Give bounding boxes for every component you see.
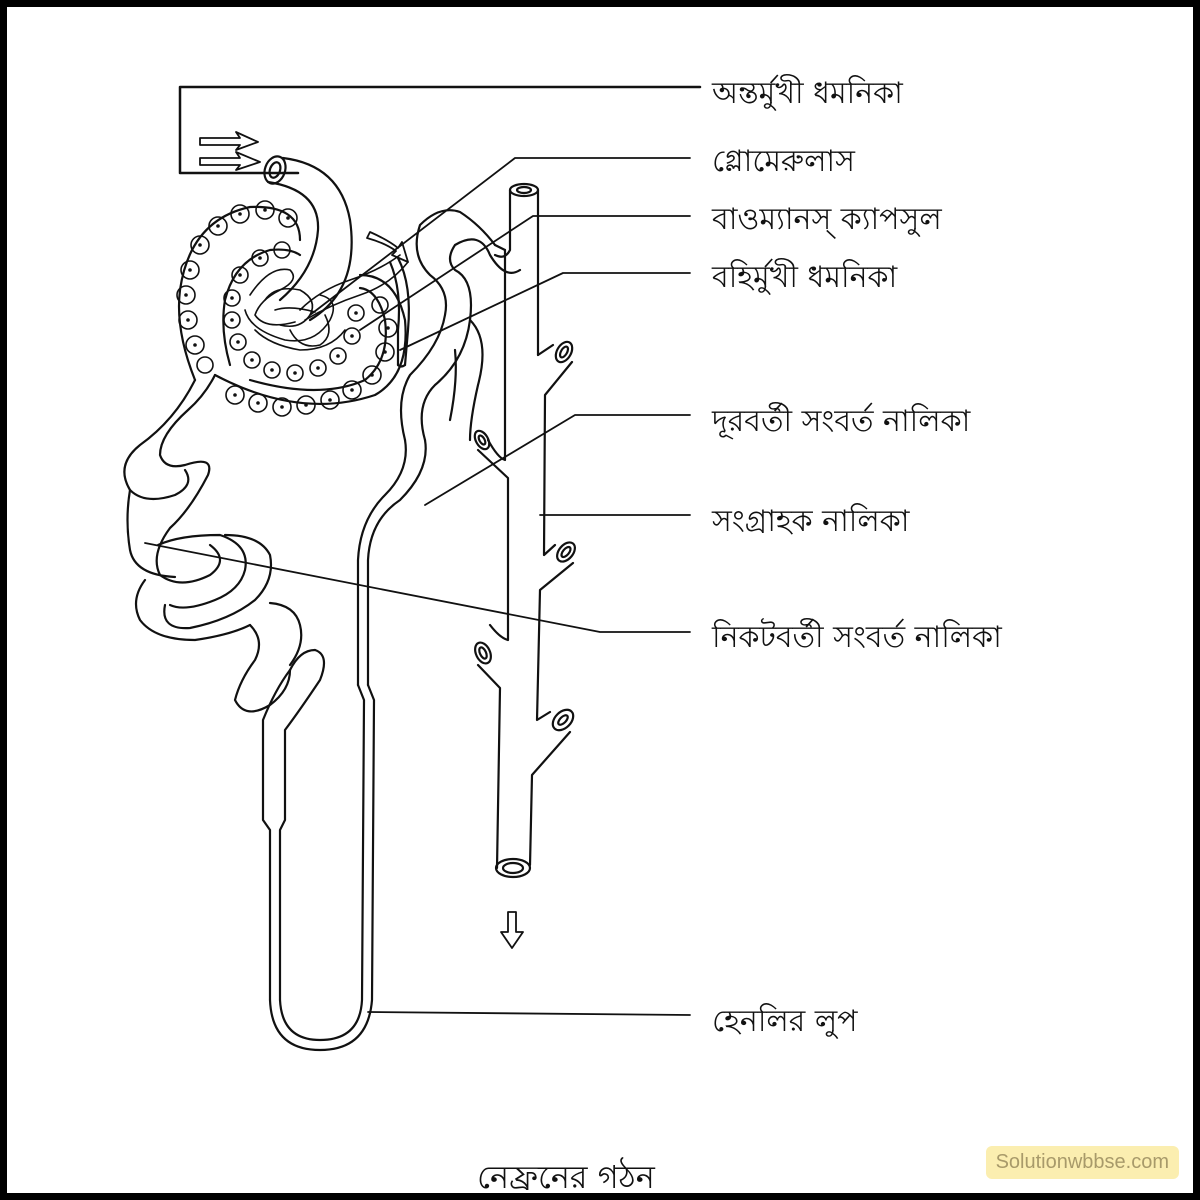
glomerulus <box>244 254 409 351</box>
label-collecting-duct: সংগ্রাহক নালিকা <box>712 504 910 539</box>
label-distal-convoluted-tubule: দূরবর্তী সংবর্ত নালিকা <box>712 404 971 439</box>
leader-glomerulus <box>309 157 691 316</box>
label-bowmans-capsule: বাওম্যানস্ ক্যাপসুল <box>712 202 942 237</box>
leader-lines <box>144 157 691 1016</box>
leader-distal-tubule <box>424 414 691 506</box>
leader-loop-of-henle <box>367 1011 691 1016</box>
distal-convoluted-tubule <box>399 209 522 442</box>
collecting-duct <box>473 182 576 879</box>
label-proximal-convoluted-tubule: নিকটবর্তী সংবর্ত নালিকা <box>712 620 1002 655</box>
diagram-caption: নেফ্রনের গঠন <box>477 1158 655 1196</box>
leader-proximal-tubule <box>144 542 691 633</box>
bowmans-capsule <box>176 200 407 417</box>
label-loop-of-henle: হেনলির লুপ <box>712 1004 858 1039</box>
proximal-convoluted-tubule <box>123 373 326 1002</box>
afferent-arteriole <box>263 155 353 322</box>
leader-bowmans-capsule <box>359 215 691 331</box>
label-glomerulus: গ্লোমেরুলাস <box>712 144 855 179</box>
efferent-arteriole <box>366 231 410 368</box>
afferent-leader-line <box>178 85 702 175</box>
nephron-diagram <box>123 85 702 1052</box>
blood-flow-arrows-icon <box>199 131 261 171</box>
leader-efferent-arteriole <box>399 272 691 351</box>
watermark: Solutionwbbse.com <box>985 1146 1179 1179</box>
label-efferent-arteriole: বহির্মুখী ধমনিকা <box>712 260 898 295</box>
label-afferent-arteriole: অন্তর্মুখী ধমনিকা <box>712 76 903 111</box>
urine-flow-arrow-icon <box>500 911 524 949</box>
loop-of-henle <box>268 438 427 1052</box>
